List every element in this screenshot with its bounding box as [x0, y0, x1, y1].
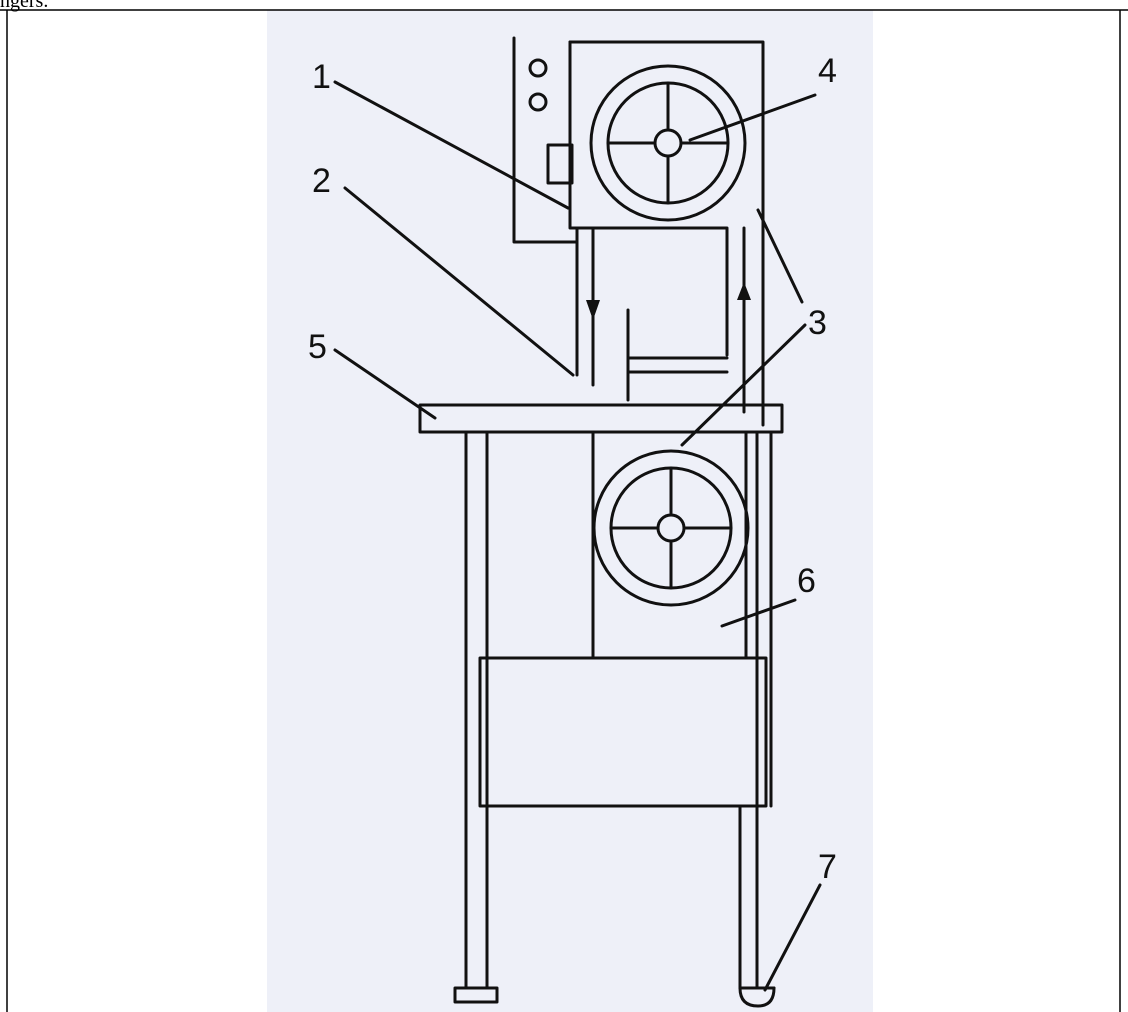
callout-7: 7 [818, 848, 837, 886]
leader-7 [763, 883, 822, 992]
upper-housing [568, 40, 765, 427]
control-button-1 [528, 58, 548, 78]
header-fragment: ngers. [0, 0, 49, 12]
lower-cabinet [478, 656, 768, 808]
leader-3a [756, 208, 804, 304]
leader-5 [333, 348, 437, 420]
work-table [418, 403, 784, 434]
callout-6: 6 [797, 562, 816, 600]
left-foot [453, 986, 499, 1004]
right-caster [738, 986, 776, 1008]
machine-drawing [333, 36, 822, 1008]
leader-3b [680, 323, 807, 447]
callout-4: 4 [818, 52, 837, 90]
upper-wheel-hub [653, 128, 683, 158]
callout-labels: 1 2 3 4 5 6 7 [308, 52, 837, 886]
leader-4 [688, 93, 817, 142]
arrow-heads [586, 282, 751, 320]
switch-box [546, 143, 574, 185]
callout-1: 1 [312, 58, 331, 96]
control-button-2 [528, 92, 548, 112]
leader-6 [720, 598, 797, 628]
leader-2 [343, 186, 575, 377]
callout-3: 3 [808, 304, 827, 342]
arrow-up [737, 282, 751, 300]
callout-2: 2 [312, 162, 331, 200]
leader-1 [333, 80, 570, 210]
callout-5: 5 [308, 328, 327, 366]
arrow-down [586, 300, 600, 320]
lower-wheel-hub [656, 513, 686, 543]
lower-wheel [592, 449, 750, 607]
cell-border [0, 9, 1128, 1012]
upper-wheel [589, 64, 747, 222]
control-panel-outline [512, 36, 579, 244]
